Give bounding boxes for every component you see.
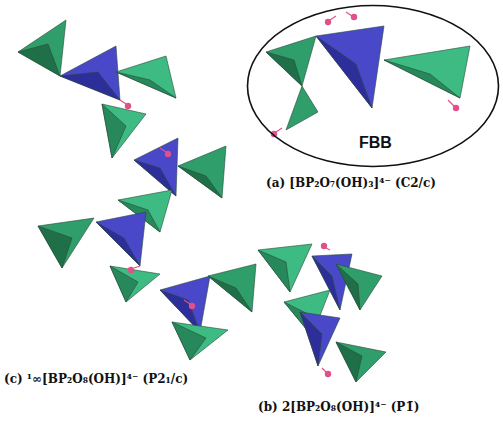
structure-caption: (b) 2[BP₂O₈(OH)]⁴⁻ (P1̄) xyxy=(258,400,419,414)
fbb-ellipse: FBB xyxy=(246,4,500,168)
structure-caption: (c) ¹∞[BP₂O₈(OH)]⁴⁻ (P2₁/c) xyxy=(4,372,188,386)
node-title: FBB xyxy=(359,134,392,152)
structure-caption: (a) [BP₂O₇(OH)₃]⁴⁻ (C2/c) xyxy=(266,176,436,190)
